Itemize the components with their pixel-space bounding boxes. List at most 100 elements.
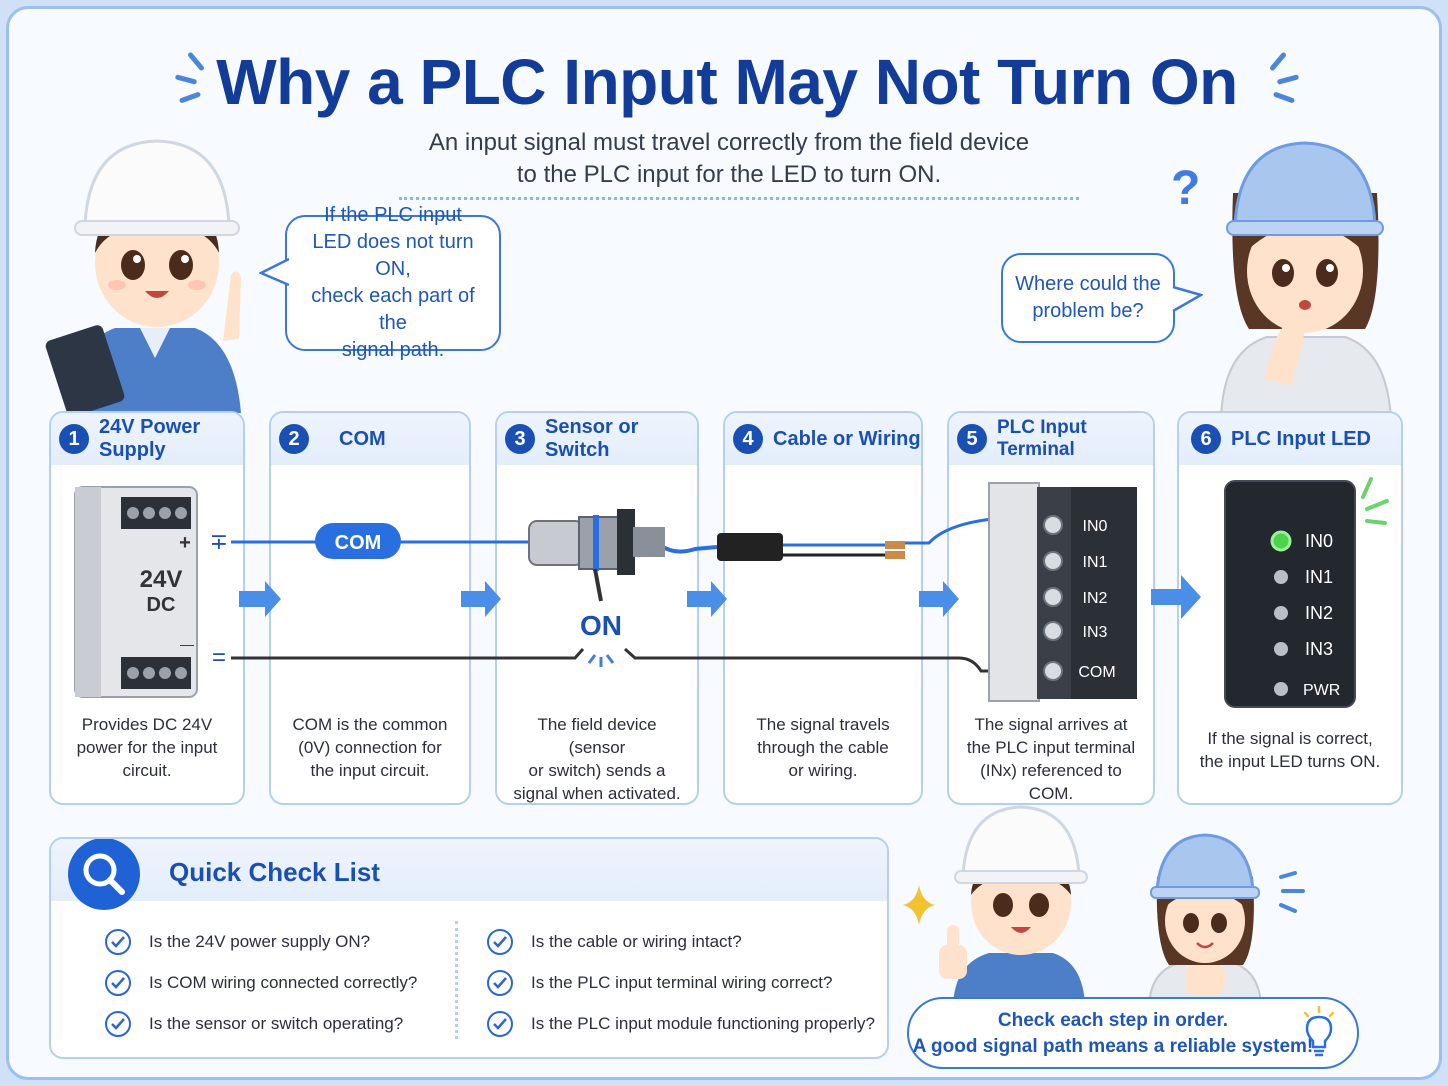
check-icon (487, 929, 513, 955)
flow-arrows (239, 575, 1201, 619)
bubble-right-tail (1172, 285, 1203, 313)
terminal-label-in0: IN0 (1083, 518, 1108, 535)
bubble-left-line-3: check each part of the (311, 285, 475, 334)
step-6-description: If the signal is correct, the input LED … (1179, 727, 1401, 773)
step-2-description: COM is the common (0V) connection for th… (271, 713, 469, 782)
terminal-label-in2: IN2 (1083, 590, 1108, 607)
bubble-right-line-2: problem be? (1032, 300, 1144, 322)
step-5-title: PLC Input Terminal (997, 417, 1087, 460)
title-divider (399, 197, 1079, 200)
led-in0-indicator (1270, 530, 1292, 552)
subtitle-line-2: to the PLC input for the LED to turn ON. (516, 161, 942, 188)
led-in1-indicator (1274, 570, 1288, 584)
checklist-divider (455, 921, 458, 1039)
on-spark-3 (605, 654, 615, 664)
step-3-description: The field device (sensor or switch) send… (497, 713, 697, 803)
flow-arrow-5 (1151, 575, 1201, 619)
subtitle: An input signal must travel correctly fr… (369, 127, 1089, 191)
engineer-girl-illustration (1219, 141, 1393, 419)
psu-plus-mark: + (179, 532, 191, 554)
step-2-desc-line-1: COM is the common (292, 715, 448, 734)
step-4-desc-line-3: or wiring. (788, 761, 858, 780)
check-item-right-1-text: Is the cable or wiring intact? (531, 932, 742, 951)
led-pwr-indicator (1274, 682, 1288, 696)
led-label-in2: IN2 (1305, 603, 1333, 623)
on-label: ON (580, 610, 622, 641)
step-5-desc-line-2: the PLC input terminal (966, 738, 1136, 757)
black-common-wire (231, 647, 1033, 673)
signal-path-diagram: 24V DC + — ∓ = COM ON (74, 477, 1389, 708)
on-spark-1 (587, 654, 597, 664)
step-6-desc-line-1: If the signal is correct, (1207, 729, 1373, 748)
step-2-desc-line-2: (0V) connection for (298, 738, 442, 757)
check-item-left-3-text: Is the sensor or switch operating? (149, 1014, 404, 1033)
step-5-desc-line-3: (INx) referenced to COM. (980, 761, 1122, 803)
check-item-left-2: Is COM wiring connected correctly? (105, 970, 417, 996)
led-glow-spark-3 (1365, 519, 1387, 525)
proximity-sensor (528, 509, 665, 602)
flow-arrow-2 (461, 581, 501, 617)
subtitle-line-1: An input signal must travel correctly fr… (428, 129, 1030, 156)
step-3-desc-line-2: or switch) sends a (528, 761, 666, 780)
step-4-desc-line-1: The signal travels (756, 715, 890, 734)
step-card-6: 6 PLC Input LED If the signal is correct… (1177, 411, 1403, 805)
led-label-pwr: PWR (1303, 682, 1340, 699)
step-6-number: 6 (1191, 424, 1221, 454)
step-5-desc-line-1: The signal arrives at (974, 715, 1128, 734)
step-1-desc-line-1: Provides DC 24V (81, 715, 213, 734)
com-tag: COM (315, 523, 401, 559)
flow-arrow-1 (239, 581, 281, 617)
psu-minus-mark: — (180, 636, 194, 652)
speech-bubble-right: Where could the problem be? (1001, 253, 1175, 343)
check-item-right-3: Is the PLC input module functioning prop… (487, 1011, 875, 1037)
power-supply-unit: 24V DC + — (74, 486, 198, 698)
step-4-description: The signal travels through the cable or … (725, 713, 921, 782)
step-5-number: 5 (957, 424, 987, 454)
magnifier-icon (68, 839, 140, 910)
led-label-in0: IN0 (1305, 531, 1333, 551)
step-4-title: Cable or Wiring (773, 427, 921, 450)
engineer-boy-thumbs-up-illustration (939, 805, 1088, 1005)
banner-line-2: A good signal path means a reliable syst… (912, 1036, 1314, 1057)
step-5-description: The signal arrives at the PLC input term… (949, 713, 1153, 803)
sparkle-icon (903, 885, 935, 925)
psu-type-label: DC (147, 594, 176, 616)
check-item-left-2-text: Is COM wiring connected correctly? (149, 973, 418, 992)
bubble-left-line-4: signal path. (341, 339, 445, 361)
banner-line-1: Check each step in order. (997, 1010, 1229, 1031)
step-1-desc-line-2: power for the input (76, 738, 218, 757)
step-3-number: 3 (505, 424, 535, 454)
step-card-2: 2 COM COM is the common (0V) connection … (269, 411, 471, 805)
psu-voltage-label: 24V (140, 566, 183, 593)
check-item-right-3-text: Is the PLC input module functioning prop… (531, 1014, 875, 1033)
blue-sensor-lead (662, 545, 718, 554)
check-icon (105, 929, 131, 955)
lightbulb-icon (1303, 1005, 1335, 1057)
step-1-description: Provides DC 24V power for the input circ… (51, 713, 243, 782)
wire-tip-black (885, 551, 905, 559)
question-mark-icon: ? (1171, 162, 1201, 215)
infographic-frame: Why a PLC Input May Not Turn On An input… (6, 6, 1442, 1080)
check-icon (487, 1011, 513, 1037)
step-1-number: 1 (59, 424, 89, 454)
step-2-title: COM (339, 427, 386, 450)
step-6-title: PLC Input LED (1231, 427, 1371, 450)
step-2-desc-line-3: the input circuit. (310, 761, 430, 780)
quick-check-header (51, 839, 887, 901)
led-glow-spark-2 (1365, 499, 1389, 511)
step-2-number: 2 (279, 424, 309, 454)
bubble-left-tail (259, 257, 290, 287)
closing-banner: Check each step in order. A good signal … (907, 997, 1359, 1069)
quick-check-panel: Quick Check List Is the 24V power supply… (49, 837, 889, 1059)
wire-tip-blue (885, 541, 905, 549)
step-card-4: 4 Cable or Wiring The signal travels thr… (723, 411, 923, 805)
step-card-3: 3 Sensor or Switch The field device (sen… (495, 411, 699, 805)
bubble-right-line-1: Where could the (1015, 273, 1161, 295)
terminal-label-in3: IN3 (1083, 624, 1108, 641)
step-3-header: 3 Sensor or Switch (497, 413, 697, 465)
step-2-header: 2 COM (271, 413, 469, 465)
minus-symbol: = (212, 644, 226, 671)
flow-arrow-4 (919, 581, 959, 617)
led-label-in3: IN3 (1305, 639, 1333, 659)
check-item-right-2: Is the PLC input terminal wiring correct… (487, 970, 832, 996)
